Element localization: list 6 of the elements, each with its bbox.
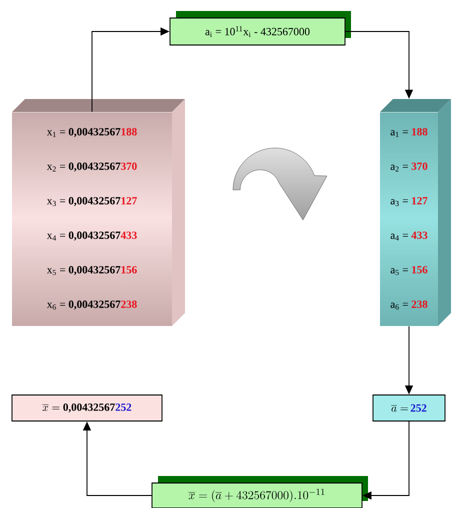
formula-box: $\overline{x} = (\overline{a}+ 432567000).10^{-11}$ [152,476,368,508]
formula-box: a$_{i}$ = 10$^{11}$x$_{i}$ - 432567000 [170,11,351,46]
value-block: x$_{1}$ = 0,00432567188 x$_{2}$ = 0,00432567370 x$_{3}$ = 0,00432567127 x$_{4}$ = 0,00432567433 x$_{5}$ = 0,00432567156 x$_{6}$ = 0,00432567238 [12,99,185,326]
value-block: a$_{1}$ = 188 a$_{2}$ = 370 a$_{3}$ = 127 a$_{4}$ = 433 a$_{5}$ = 156 a$_{6}$ = 238 [380,99,451,326]
result-box: $\overline{x} =$ 0,00432567252 [12,394,162,422]
result-box: $\overline{a} =$ 252 [372,394,446,422]
